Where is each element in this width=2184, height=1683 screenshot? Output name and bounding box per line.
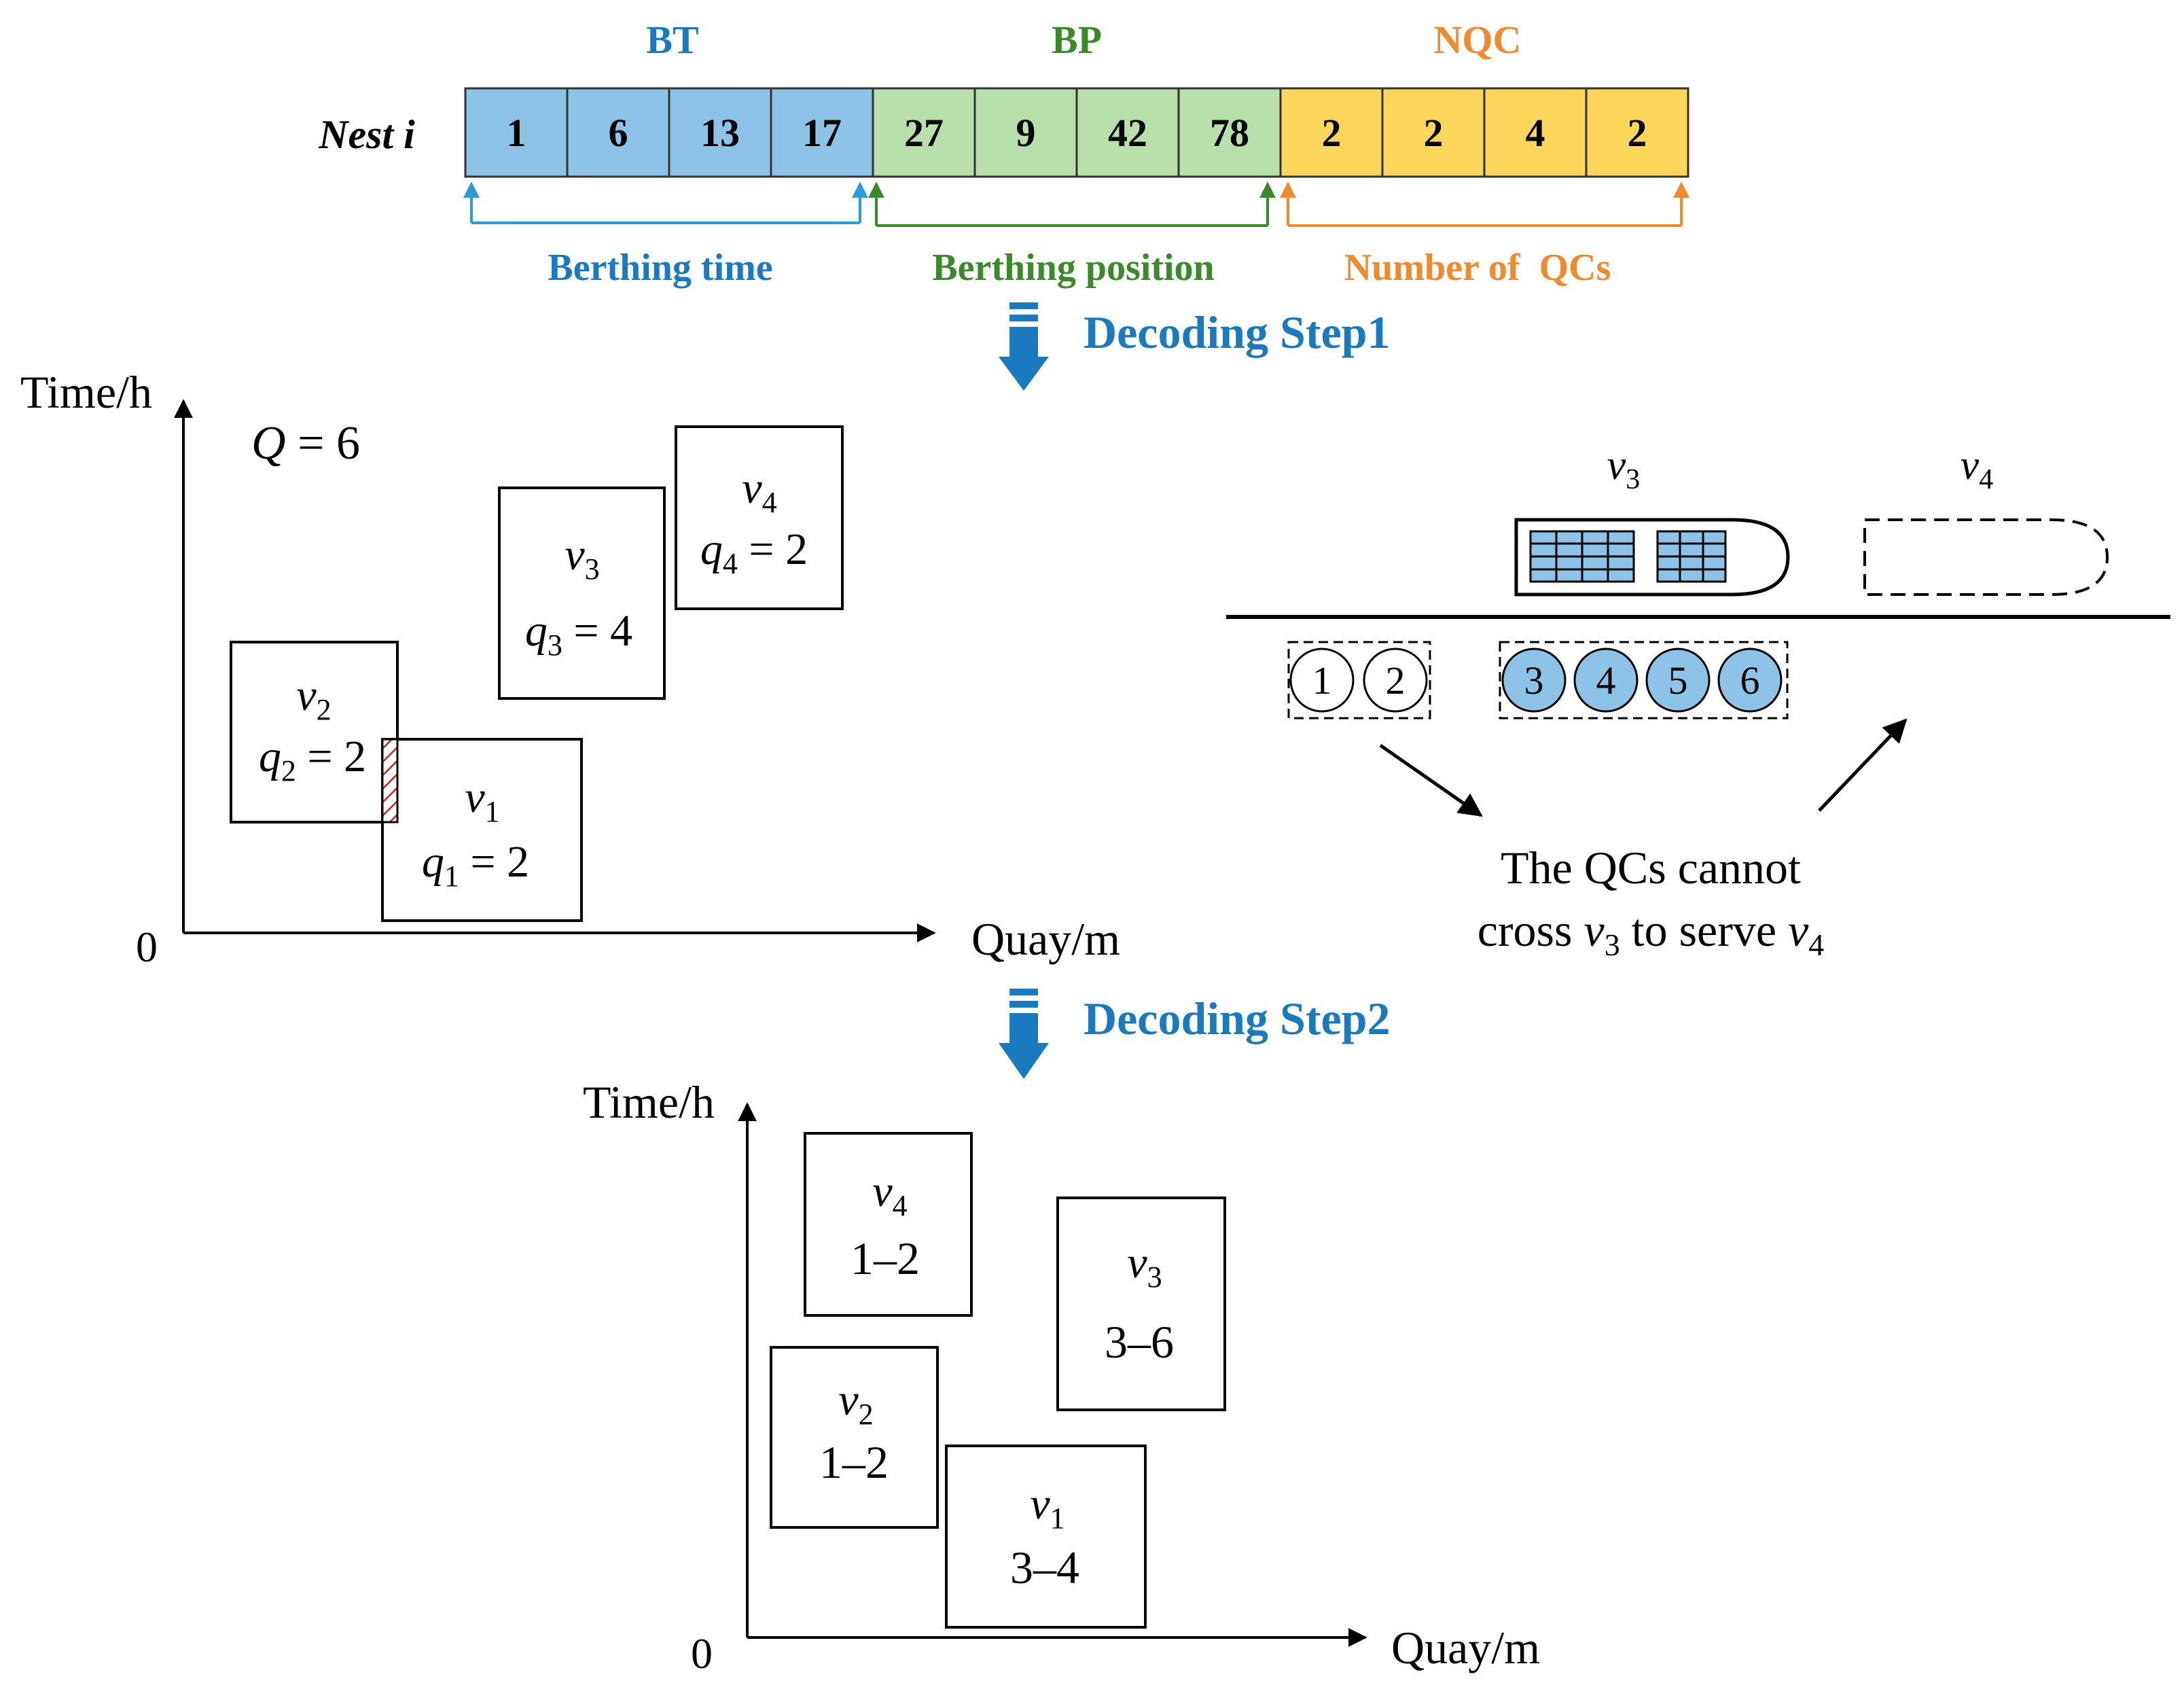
origin-label: 0 bbox=[691, 1629, 713, 1678]
qc-number: 6 bbox=[1740, 658, 1760, 703]
vessel-qc-range: 1–2 bbox=[851, 1233, 920, 1284]
gene-value: 27 bbox=[904, 111, 944, 155]
step2-label: Decoding Step2 bbox=[1084, 993, 1390, 1044]
gene-cell bbox=[1585, 87, 1689, 178]
gene-value: 78 bbox=[1210, 111, 1249, 155]
vessel-block-v4 bbox=[675, 425, 844, 610]
plot2: Time/h Quay/m 0 v4 1–2 v3 3–6 v2 1–2 v1 … bbox=[583, 1076, 1540, 1678]
gene-cell bbox=[668, 87, 772, 178]
vessel-name: v2 bbox=[838, 1375, 873, 1431]
origin-label: 0 bbox=[136, 923, 158, 971]
vessel-qc-count: q2 = 2 bbox=[259, 732, 366, 787]
caption-berthing-position: Berthing position bbox=[932, 247, 1214, 289]
ship-label-v3: v3 bbox=[1607, 442, 1641, 495]
vessel-name: v3 bbox=[565, 530, 599, 586]
y-axis-label: Time/h bbox=[20, 366, 152, 418]
vessel-block-v3 bbox=[1056, 1197, 1226, 1411]
gene-cell bbox=[1381, 87, 1486, 178]
qc-icon bbox=[1573, 648, 1639, 713]
vessel-block-v1 bbox=[381, 738, 583, 922]
down-arrow-icon bbox=[999, 989, 1049, 1079]
qc-number: 3 bbox=[1524, 658, 1544, 703]
gene-cell bbox=[566, 87, 670, 178]
step1-label: Decoding Step1 bbox=[1084, 306, 1390, 358]
vessel-name: v4 bbox=[742, 463, 776, 519]
group-brackets bbox=[463, 181, 1689, 227]
arrow-icon bbox=[1818, 718, 1908, 812]
qc-icon bbox=[1363, 648, 1428, 713]
caption-berthing-time: Berthing time bbox=[548, 247, 772, 289]
gene-value: 2 bbox=[1424, 111, 1444, 155]
gene-values: 1 6 13 17 27 9 42 78 2 2 4 2 bbox=[507, 111, 1647, 155]
x-axis-label: Quay/m bbox=[1391, 1622, 1540, 1673]
y-axis-label: Time/h bbox=[583, 1076, 715, 1128]
overlap-conflict-region bbox=[381, 738, 399, 823]
vessel-qc-count: q4 = 2 bbox=[700, 525, 808, 580]
plot1: Time/h Quay/m 0 Q = 6 v2 q2 = 2 v1 q1 = … bbox=[20, 366, 1120, 971]
qc-cranes: 1 2 3 4 5 6 bbox=[1289, 648, 1783, 713]
gene-cell bbox=[464, 87, 569, 178]
vessel-block-v3 bbox=[498, 486, 666, 700]
vessel-qc-range: 3–4 bbox=[1010, 1542, 1079, 1593]
gene-cell bbox=[1279, 87, 1384, 178]
group-title-bt: BT bbox=[646, 18, 698, 62]
vessel-block-v1 bbox=[945, 1445, 1147, 1629]
gene-cell bbox=[973, 87, 1078, 178]
gene-value: 9 bbox=[1016, 111, 1036, 155]
gene-cell bbox=[1177, 87, 1282, 178]
x-axis-label: Quay/m bbox=[971, 913, 1120, 965]
group-title-bp: BP bbox=[1052, 18, 1102, 62]
gene-value: 17 bbox=[802, 111, 842, 155]
qc-icon bbox=[1645, 648, 1711, 713]
vessel-block-v2 bbox=[770, 1346, 939, 1529]
group-title-nqc: NQC bbox=[1434, 18, 1522, 62]
gene-value: 4 bbox=[1526, 111, 1545, 155]
vessel-qc-count: q3 = 4 bbox=[525, 606, 632, 662]
q-total-label: Q = 6 bbox=[251, 417, 360, 470]
gene-value: 42 bbox=[1108, 111, 1147, 155]
container-icon bbox=[1529, 530, 1635, 583]
arrow-icon bbox=[1379, 743, 1483, 817]
qc-number: 4 bbox=[1596, 658, 1616, 703]
vessel-block-v4 bbox=[804, 1132, 973, 1317]
gene-cells bbox=[464, 87, 1689, 178]
nest-encoding: Nest i BT BP NQC 1 6 13 17 27 9 42 bbox=[318, 18, 1689, 289]
vessel-qc-range: 1–2 bbox=[819, 1436, 889, 1488]
vessel-name: v1 bbox=[465, 773, 499, 828]
qc-number: 2 bbox=[1386, 658, 1406, 703]
qc-number: 5 bbox=[1668, 658, 1688, 703]
vessel-qc-count: q1 = 2 bbox=[422, 837, 529, 893]
vessel-qc-range: 3–6 bbox=[1105, 1316, 1174, 1368]
qc-icon bbox=[1501, 648, 1567, 713]
gene-value: 13 bbox=[700, 111, 740, 155]
gene-value: 2 bbox=[1628, 111, 1647, 155]
qc-group-idle bbox=[1287, 641, 1431, 720]
ship-label-v4: v4 bbox=[1961, 442, 1994, 495]
nest-label: Nest i bbox=[318, 112, 415, 157]
vessel-name: v2 bbox=[296, 671, 331, 726]
vessel-block-v2 bbox=[230, 641, 399, 823]
decoding-step1: Decoding Step1 bbox=[999, 302, 1390, 391]
quay-illustration: v3 v4 bbox=[1226, 442, 2170, 962]
qc-icon bbox=[1289, 648, 1355, 713]
down-arrow-icon bbox=[999, 302, 1049, 391]
qc-number: 1 bbox=[1312, 658, 1332, 703]
gene-cell bbox=[1075, 87, 1180, 178]
note-line1: The QCs cannot bbox=[1501, 842, 1801, 893]
vessel-name: v3 bbox=[1127, 1238, 1162, 1294]
note-line2: cross v3 to serve v4 bbox=[1478, 904, 1825, 962]
container-icon bbox=[1656, 530, 1727, 583]
vessel-name: v4 bbox=[872, 1167, 907, 1222]
gene-value: 6 bbox=[609, 111, 628, 155]
gene-value: 2 bbox=[1322, 111, 1342, 155]
decoding-step2: Decoding Step2 bbox=[999, 989, 1390, 1079]
vessel-name: v1 bbox=[1030, 1479, 1064, 1535]
qc-icon bbox=[1717, 648, 1783, 713]
qc-group-busy bbox=[1499, 641, 1789, 720]
gene-value: 1 bbox=[507, 111, 526, 155]
ghost-ship-icon bbox=[1863, 518, 2109, 596]
gene-cell bbox=[872, 87, 976, 178]
caption-number-of-qcs: Number of QCs bbox=[1344, 247, 1611, 289]
